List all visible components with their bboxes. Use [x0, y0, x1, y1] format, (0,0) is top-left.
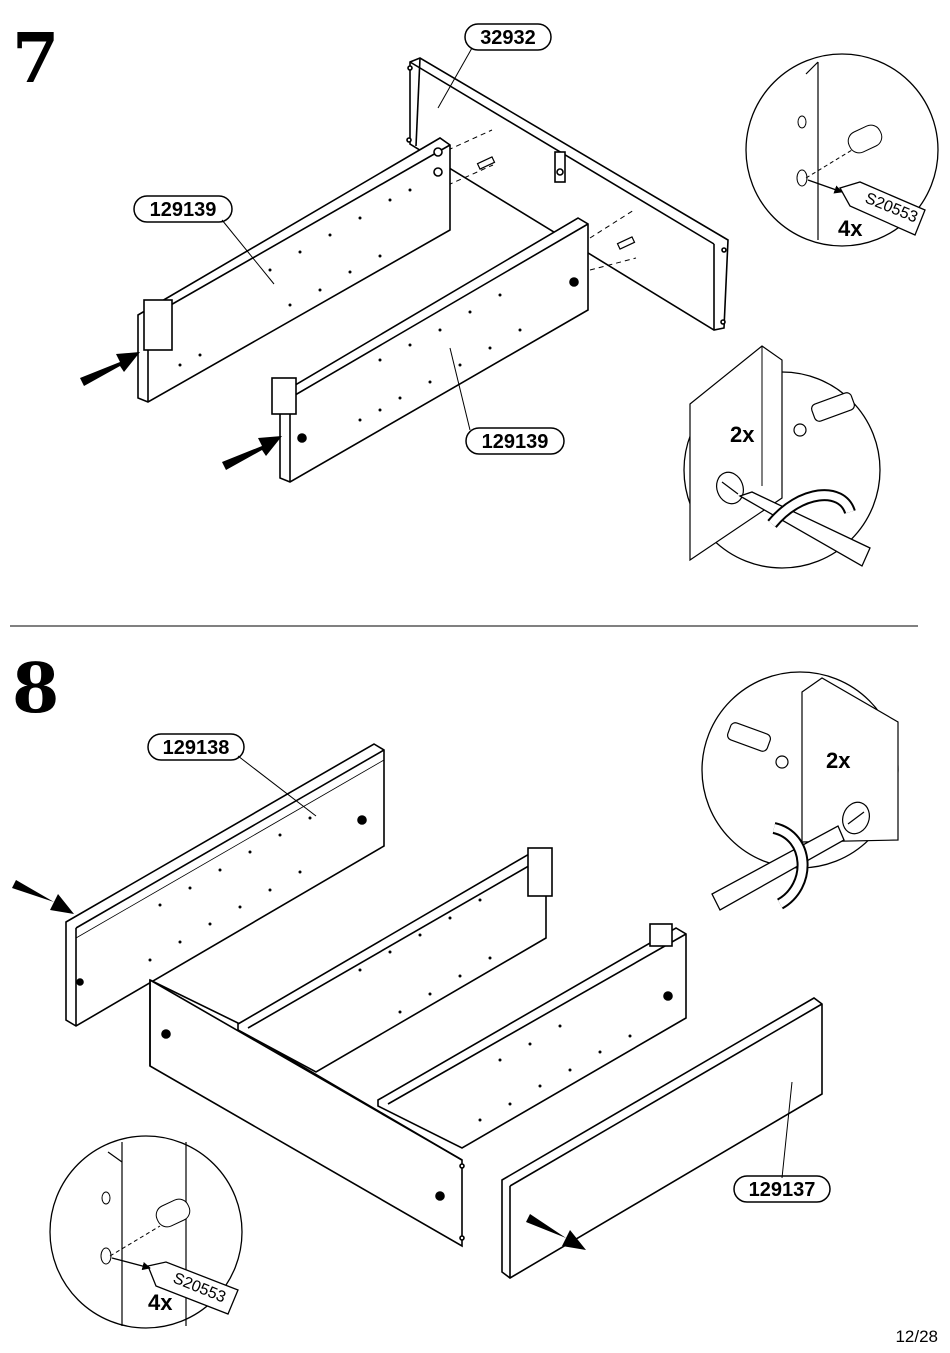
detail-glue-7: S20553 4x: [745, 53, 939, 247]
detail-screw-8: 2x: [701, 671, 899, 911]
side-panel-right-129139: [271, 217, 589, 483]
label-front-panel-text: 129137: [749, 1179, 816, 1201]
cam-lock-icon: [716, 471, 744, 505]
label-back-panel: 32932: [437, 23, 552, 109]
screwdriver-icon: [738, 489, 871, 567]
push-arrow-top: [12, 880, 74, 914]
back-rail-holes: [358, 898, 492, 1014]
label-front-panel: 129137: [733, 1081, 831, 1203]
screwdriver-icon: [711, 822, 845, 911]
label-top-panel: 129138: [147, 733, 317, 817]
detail-screw-7: 2x: [683, 345, 881, 569]
glue-qty-7: 4x: [838, 216, 863, 241]
front-panel-129137: [501, 997, 823, 1279]
label-back-panel-text: 32932: [480, 27, 536, 49]
side-panel-left-129139: [137, 137, 451, 403]
front-rail: [377, 923, 687, 1149]
top-panel-129138: [65, 743, 385, 1027]
step-8: 8: [12, 649, 899, 1329]
push-arrows-7: [80, 352, 282, 470]
glue-tube-icon: [111, 1257, 239, 1315]
front-rail-holes: [478, 1024, 632, 1122]
side-panel-left-holes: [178, 188, 412, 367]
dowels-7: [476, 156, 636, 250]
back-panel-32932: [406, 57, 729, 331]
step-8-number: 8: [12, 649, 59, 729]
side-panel-right-holes: [358, 293, 522, 422]
label-side-right: 129139: [449, 347, 565, 455]
step-7-number: 7: [12, 19, 59, 99]
label-side-left-text: 129139: [150, 199, 217, 221]
label-side-left: 129139: [133, 195, 275, 285]
dowel-guides-7: [447, 129, 637, 271]
screw-qty-7: 2x: [730, 422, 755, 447]
push-arrow-front: [526, 1214, 586, 1250]
glue-qty-8: 4x: [148, 1290, 173, 1315]
label-top-panel-text: 129138: [163, 737, 230, 759]
page-number: 12/28: [895, 1327, 938, 1346]
screw-qty-8: 2x: [826, 748, 851, 773]
detail-glue-8: S20553 4x: [49, 1135, 243, 1329]
glue-tube-icon: [807, 179, 926, 236]
top-panel-holes: [148, 816, 312, 962]
back-rail: [237, 847, 553, 1073]
step-7: 7: [12, 19, 939, 569]
label-side-right-text: 129139: [482, 431, 549, 453]
cam-lock-icon: [842, 801, 870, 835]
cam-screw-icon: [793, 392, 856, 437]
cam-screw-icon: [726, 722, 789, 769]
